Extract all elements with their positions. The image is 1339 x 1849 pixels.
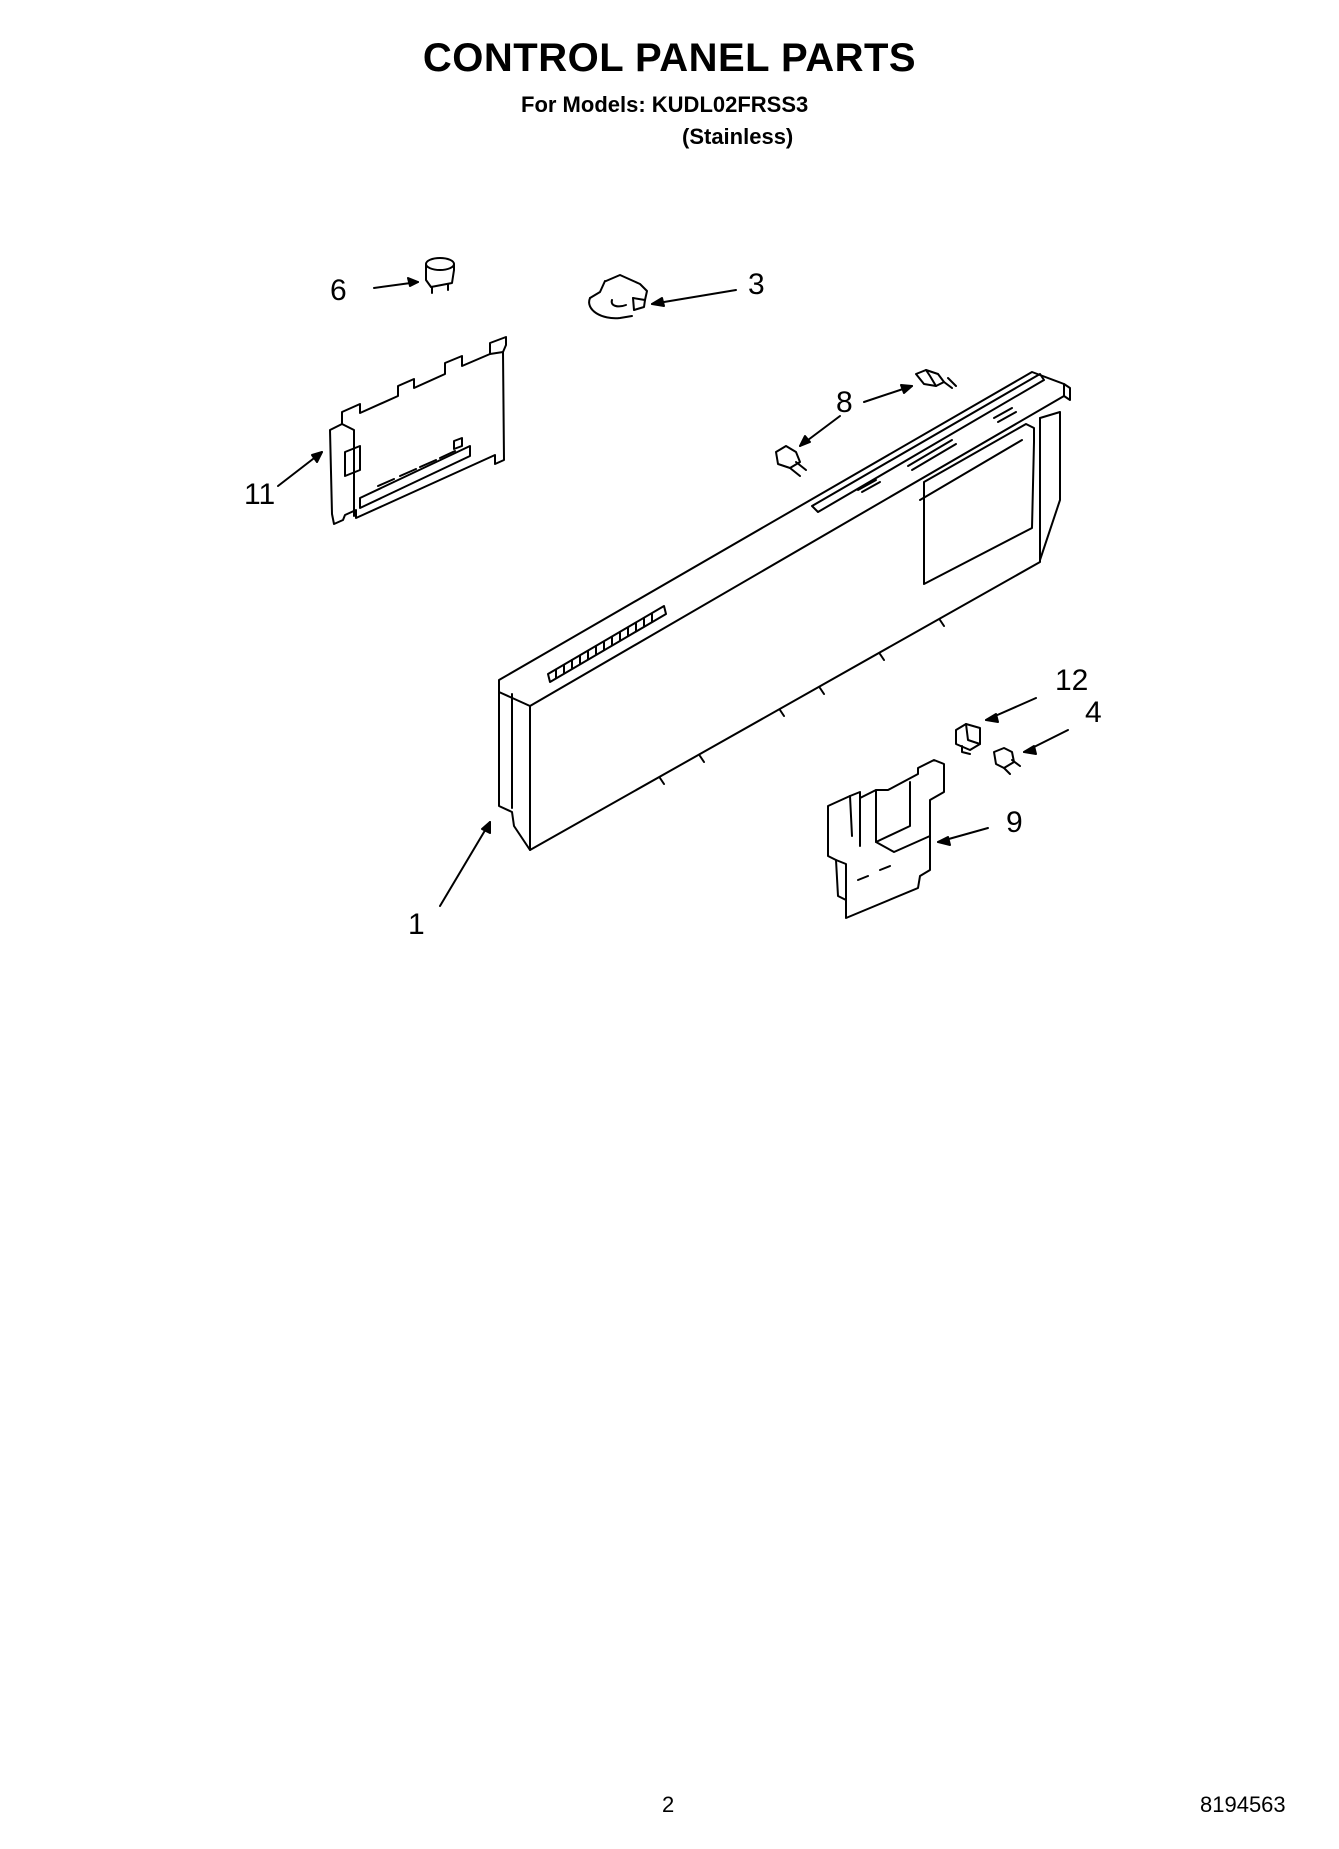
callout-6: 6 xyxy=(330,274,347,307)
leader-lines xyxy=(277,277,1069,907)
page-number: 2 xyxy=(662,1792,675,1817)
part-6-button xyxy=(425,257,455,294)
models-line: For Models: KUDL02FRSS3 xyxy=(521,92,809,117)
part-8-screws xyxy=(775,369,957,477)
callout-1: 1 xyxy=(408,908,425,941)
part-1-control-panel xyxy=(498,371,1071,851)
callout-9: 9 xyxy=(1006,806,1023,839)
callout-8: 8 xyxy=(836,386,853,419)
part-11-control-board xyxy=(329,336,507,525)
part-3-clip xyxy=(588,274,648,320)
document-number: 8194563 xyxy=(1200,1792,1286,1817)
callout-3: 3 xyxy=(748,268,765,301)
part-12-block xyxy=(955,723,981,755)
callout-12: 12 xyxy=(1055,664,1089,697)
part-4-screw xyxy=(993,747,1021,775)
page-title: CONTROL PANEL PARTS xyxy=(422,36,917,80)
part-9-door-switch xyxy=(827,759,945,919)
variant-label: (Stainless) xyxy=(682,124,794,149)
callout-11: 11 xyxy=(244,478,276,511)
callout-4: 4 xyxy=(1085,696,1102,729)
